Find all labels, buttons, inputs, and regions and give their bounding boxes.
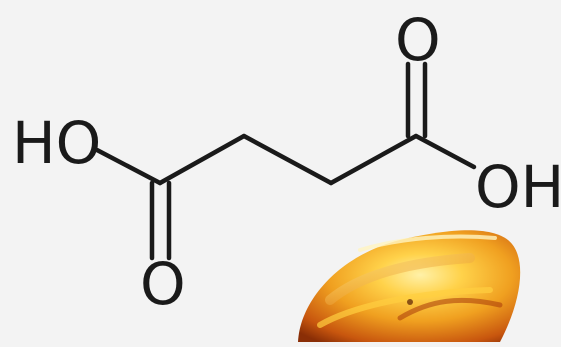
amber-stone-icon [298, 230, 521, 342]
bond-c2-c3 [241, 133, 334, 186]
bond-c1-c2 [157, 133, 247, 186]
atom-label-ho: HO [12, 109, 101, 177]
bond-o-c1 [94, 147, 163, 186]
atom-label-o-bottom: O [140, 250, 186, 318]
bond-c3-c4 [328, 133, 419, 186]
atom-label-o-top: O [395, 6, 441, 74]
bond-c4-oh [413, 133, 477, 170]
atom-label-oh: OH [475, 153, 561, 221]
molecular-bonds [94, 61, 477, 261]
